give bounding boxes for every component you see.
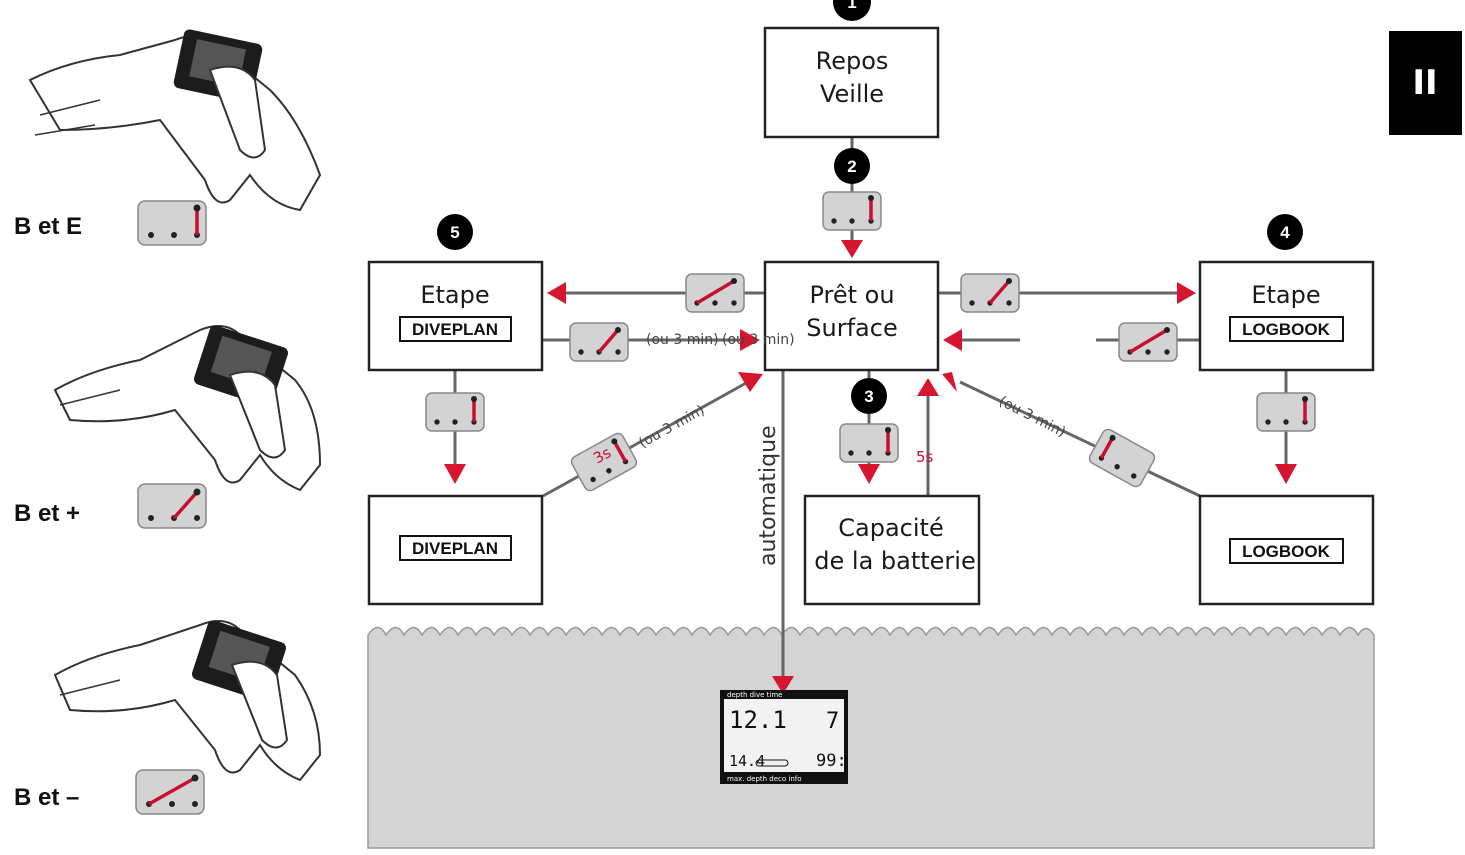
svg-text:1: 1	[847, 0, 856, 12]
state-logbook: LOGBOOK	[1198, 494, 1375, 606]
button-icon-logbook-back	[1088, 428, 1156, 488]
state-pret-surface: Prêt ou Surface	[763, 260, 940, 372]
state-diveplan: DIVEPLAN	[367, 494, 544, 606]
step-badge-3: 3	[851, 378, 887, 414]
display-deco: 99:	[816, 751, 847, 771]
hand-illustration-1	[28, 29, 322, 212]
annotation-ou3min-a: (ou 3 min)	[646, 332, 719, 348]
button-icon-open-diveplan	[425, 392, 485, 432]
pret-line1: Prêt ou	[809, 281, 894, 309]
svg-text:5: 5	[450, 223, 459, 242]
state-etape-diveplan: Etape DIVEPLAN	[367, 260, 544, 372]
etape-diveplan-line1: Etape	[420, 281, 489, 309]
display-max-depth: 14.4	[729, 752, 765, 770]
repos-line1: Repos	[816, 47, 889, 75]
state-etape-logbook: Etape LOGBOOK	[1198, 260, 1375, 372]
etape-logbook-tag: LOGBOOK	[1242, 320, 1331, 339]
step-badge-2: 2	[834, 148, 870, 184]
button-icon-to-etape-logbook	[960, 273, 1020, 313]
water-zone	[367, 626, 1375, 849]
dive-computer-display: depth dive time 12.1 7: 14.4 99: max. de…	[720, 690, 853, 784]
annotation-5s: 5s	[916, 448, 934, 466]
diveplan-tag: DIVEPLAN	[412, 539, 498, 558]
combo-label-b-plus: B et +	[14, 500, 80, 527]
annotation-ou3min-c: (ou 3 min)	[636, 402, 707, 451]
button-icon-etape-logbook-back	[1118, 322, 1178, 362]
step-badge-1: 1	[833, 0, 871, 21]
batterie-line2: de la batterie	[814, 547, 975, 575]
etape-logbook-line1: Etape	[1251, 281, 1320, 309]
state-capacite-batterie: Capacité de la batterie	[803, 494, 981, 606]
button-icon-to-batterie	[839, 423, 899, 463]
annotation-automatique: automatique	[756, 425, 781, 566]
button-icon-b-minus	[135, 769, 205, 815]
etape-diveplan-tag: DIVEPLAN	[412, 320, 498, 339]
connectors	[444, 137, 1297, 694]
display-footer: max. depth deco info	[727, 775, 802, 783]
section-tab-label: II	[1412, 63, 1437, 103]
batterie-line1: Capacité	[838, 514, 943, 542]
display-depth: 12.1	[729, 706, 787, 734]
combo-label-b-minus: B et –	[14, 784, 79, 811]
state-repos-veille: Repos Veille	[763, 26, 940, 139]
step-badge-5: 5	[437, 214, 473, 250]
section-tab: II	[1389, 31, 1462, 135]
button-icon-b-plus	[137, 483, 207, 529]
step-badge-4: 4	[1267, 214, 1303, 250]
svg-text:4: 4	[1280, 223, 1290, 242]
button-icon-open-logbook	[1256, 392, 1316, 432]
svg-text:2: 2	[847, 157, 856, 176]
svg-text:3: 3	[864, 387, 873, 406]
button-icon-b-e	[137, 200, 207, 246]
button-icon-to-etape-diveplan	[685, 273, 745, 313]
pret-line2: Surface	[806, 314, 897, 342]
hand-illustration-3	[53, 620, 322, 782]
display-header: depth dive time	[727, 691, 782, 699]
display-time: 7:	[826, 709, 853, 734]
button-icon-diveplan-3s	[570, 432, 638, 492]
logbook-tag: LOGBOOK	[1242, 542, 1331, 561]
button-icon-etape-diveplan-back	[569, 322, 629, 362]
combo-label-b-e: B et E	[14, 213, 82, 240]
annotation-ou3min-b: (ou 3 min)	[722, 332, 795, 348]
hand-illustration-2	[53, 325, 322, 492]
annotation-ou3min-d: (ou 3 min)	[996, 393, 1068, 440]
repos-line2: Veille	[820, 80, 884, 108]
button-icon-wake	[822, 191, 882, 231]
